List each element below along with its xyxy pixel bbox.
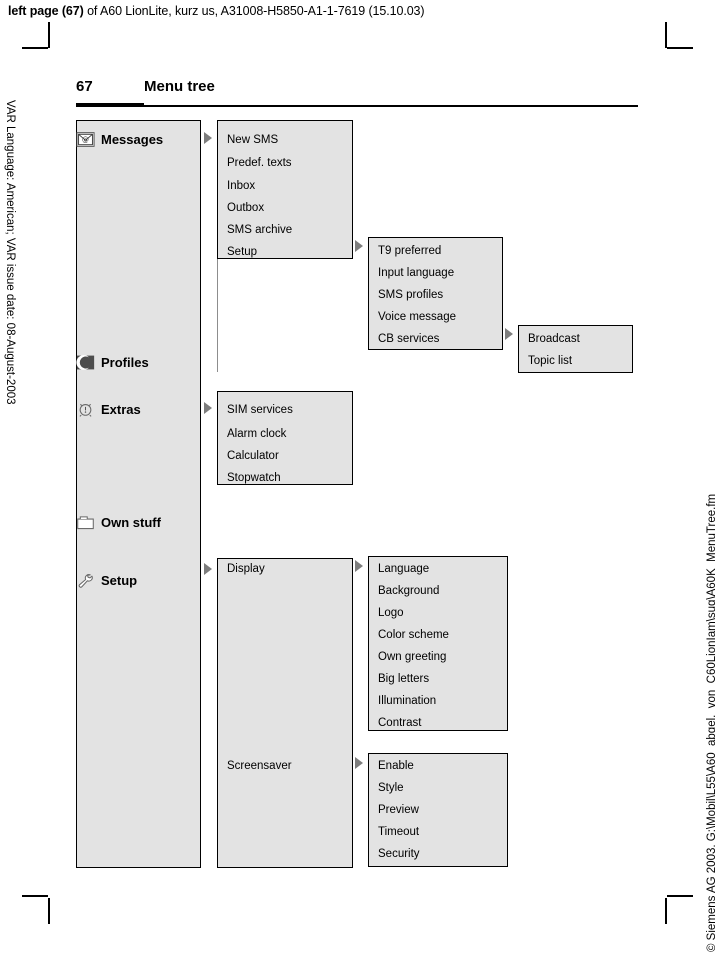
menu-item[interactable]: Color scheme [378,629,449,641]
document-header: left page (67) of A60 LionLite, kurz us,… [8,3,425,19]
moon-icon [76,354,95,371]
crop-mark-bottom-left-v [48,898,50,924]
extras-submenu-panel [217,391,353,485]
arrow-setup [204,563,212,575]
root-item-profiles[interactable]: Profiles [76,350,149,374]
menu-item[interactable]: Logo [378,607,404,619]
root-label-extras: Extras [101,401,141,417]
menu-item[interactable]: New SMS [227,134,279,146]
messages-submenu-extension [217,259,353,372]
display-submenu-panel [368,556,508,731]
envelope-at-icon: @ [76,131,95,148]
alarm-clock-icon [76,401,95,418]
arrow-cb-services [505,328,513,340]
menu-item[interactable]: Calculator [227,450,279,462]
sms-setup-submenu-panel [368,237,503,350]
menu-item[interactable]: Background [378,585,440,597]
root-item-extras[interactable]: Extras [76,397,141,421]
menu-item[interactable]: Security [378,848,420,860]
setup-submenu-panel [217,558,353,868]
page-number: 67 [76,78,93,95]
header-rule-thin [144,105,638,107]
menu-item[interactable]: CB services [378,333,440,345]
root-label-messages: Messages [101,131,164,147]
crop-mark-bottom-right [667,895,693,897]
menu-item[interactable]: Alarm clock [227,428,287,440]
right-margin-note: © Siemens AG 2003, G:\Mobil\L55\A60_abge… [706,493,715,952]
arrow-extras [204,402,212,414]
menu-item[interactable]: T9 preferred [378,245,442,257]
folder-icon [76,514,95,531]
page-head: 67 Menu tree [76,78,638,108]
menu-item[interactable]: Illumination [378,695,437,707]
arrow-messages [204,132,212,144]
header-rule-thick [76,103,144,107]
left-margin-note: VAR Language: American; VAR issue date: … [4,100,16,405]
menu-item[interactable]: Display [227,563,265,575]
crop-mark-top-left [22,47,48,49]
arrow-display [355,560,363,572]
menu-item[interactable]: Input language [378,267,455,279]
svg-text:@: @ [82,136,89,144]
messages-submenu-panel [217,120,353,259]
menu-item[interactable]: SIM services [227,404,293,416]
arrow-screensaver [355,757,363,769]
menu-item[interactable]: Language [378,563,430,575]
menu-item[interactable]: Inbox [227,180,256,192]
page-title: Menu tree [144,78,215,95]
menu-item[interactable]: Screensaver [227,760,292,772]
root-item-setup[interactable]: Setup [76,568,137,592]
menu-tree: @ Messages Profiles Extras [76,120,676,870]
root-item-own-stuff[interactable]: Own stuff [76,510,161,534]
menu-item[interactable]: SMS archive [227,224,293,236]
menu-item[interactable]: Preview [378,804,419,816]
root-label-own-stuff: Own stuff [101,514,161,530]
menu-item[interactable]: Big letters [378,673,430,685]
menu-item[interactable]: Timeout [378,826,420,838]
root-label-profiles: Profiles [101,354,149,370]
wrench-icon [76,572,95,589]
menu-item[interactable]: Voice message [378,311,456,323]
crop-mark-top-right-v [665,22,667,48]
root-menu-panel [76,120,201,868]
menu-item[interactable]: Contrast [378,717,422,729]
crop-mark-top-left-v [48,22,50,48]
crop-mark-top-right [667,47,693,49]
menu-item[interactable]: Outbox [227,202,265,214]
menu-item[interactable]: Style [378,782,404,794]
menu-item[interactable]: Setup [227,246,258,258]
menu-item[interactable]: Topic list [528,355,573,367]
root-item-messages[interactable]: @ Messages [76,127,163,151]
screensaver-submenu-panel [368,753,508,867]
root-label-setup: Setup [101,572,138,588]
document-header-rest: of A60 LionLite, kurz us, A31008-H5850-A… [83,4,425,18]
crop-mark-bottom-left [22,895,48,897]
menu-item[interactable]: Stopwatch [227,472,281,484]
document-header-bold: left page (67) [8,4,84,18]
menu-item[interactable]: Enable [378,760,414,772]
crop-mark-bottom-right-v [665,898,667,924]
menu-item[interactable]: Broadcast [528,333,580,345]
menu-item[interactable]: SMS profiles [378,289,444,301]
cb-services-submenu-panel [518,325,633,373]
menu-item[interactable]: Predef. texts [227,157,292,169]
menu-item[interactable]: Own greeting [378,651,447,663]
arrow-sms-setup [355,240,363,252]
